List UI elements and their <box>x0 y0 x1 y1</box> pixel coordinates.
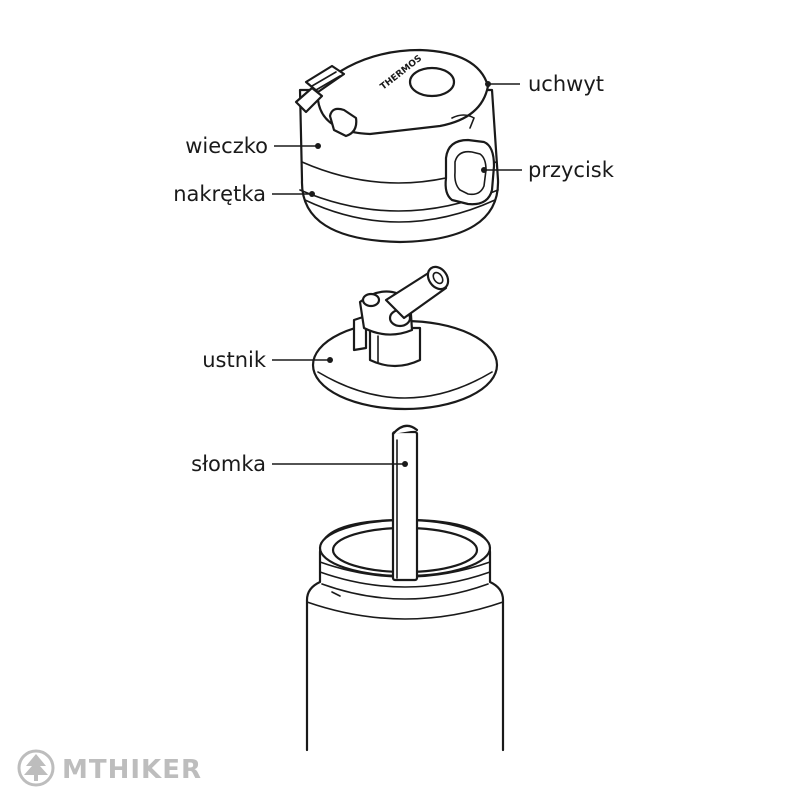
label-wieczko: wieczko <box>185 134 321 158</box>
label-wieczko-text: wieczko <box>185 134 268 158</box>
label-ustnik-text: ustnik <box>202 348 267 372</box>
label-slomka-text: słomka <box>191 452 266 476</box>
label-nakretka-text: nakrętka <box>173 182 266 206</box>
label-slomka: słomka <box>191 452 408 476</box>
label-nakretka: nakrętka <box>173 182 315 206</box>
cap: THERMOS <box>294 48 500 244</box>
label-uchwyt-text: uchwyt <box>528 72 604 96</box>
label-przycisk-text: przycisk <box>528 158 615 182</box>
label-uchwyt: uchwyt <box>485 72 604 96</box>
straw <box>391 424 419 582</box>
mouthpiece <box>311 265 499 411</box>
watermark: MTHIKER <box>17 749 202 787</box>
label-przycisk: przycisk <box>481 158 615 182</box>
tree-logo-icon <box>17 749 55 787</box>
watermark-text: MTHIKER <box>62 755 202 785</box>
label-ustnik: ustnik <box>202 348 333 372</box>
